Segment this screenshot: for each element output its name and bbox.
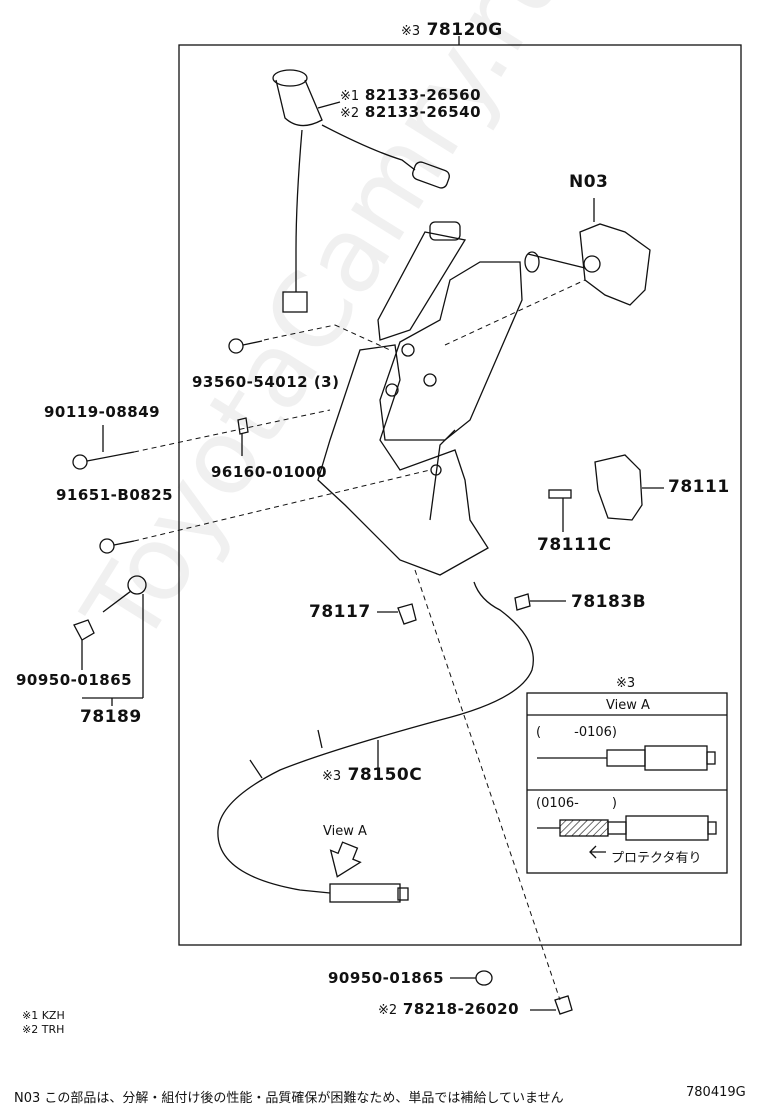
view-a-protector-note: プロテクタ有り <box>611 851 702 866</box>
switch-82133-drawing <box>272 69 450 313</box>
cap-90950-label: 90950-01865 <box>328 969 445 987</box>
pad-78111c-label: 78111C <box>537 535 612 555</box>
switch-b-mark: ※2 <box>340 106 360 121</box>
clamp-78183b-label: 78183B <box>571 592 647 612</box>
main-frame-part-number: 78120G <box>426 20 503 40</box>
legend-mark: ※1 <box>22 1009 39 1022</box>
stopper-78117-label: 78117 <box>309 602 371 622</box>
sensor-n03-drawing <box>524 198 651 306</box>
view-a-box <box>526 692 728 874</box>
legend-item-kzh: ※1 KZH <box>22 1009 65 1022</box>
view-a-row2-label: (0106- ) <box>536 796 617 811</box>
pad-78111-label: 78111 <box>668 477 730 497</box>
bolt-91651-label: 91651-B0825 <box>56 486 174 504</box>
pedal-bracket-drawing <box>317 221 523 576</box>
cap-bracket-drawing <box>450 970 573 1015</box>
cable-part-number: 78150C <box>347 765 423 785</box>
set-78189-label: 78189 <box>80 707 142 727</box>
nut-90950-label: 90950-01865 <box>16 671 133 689</box>
legend-mark: ※2 <box>22 1023 39 1036</box>
switch-a-mark: ※1 <box>340 89 360 104</box>
view-a-note-mark: ※3 <box>616 676 636 691</box>
cable-78150c-label: ※3 78150C <box>322 765 422 785</box>
main-frame-note-mark: ※3 <box>401 24 421 39</box>
pedal-pad-drawing <box>548 454 664 532</box>
stopper-clamp-drawing <box>377 593 566 625</box>
cable-78150c-drawing <box>217 581 534 903</box>
switch-a-label: ※1 82133-26560 <box>340 86 481 104</box>
bolt-93560-label: 93560-54012 (3) <box>192 373 340 391</box>
switch-b-part-number: 82133-26540 <box>364 103 482 121</box>
figure-id: 780419G <box>686 1085 746 1100</box>
bracket-78218-label: ※2 78218-26020 <box>378 1000 519 1018</box>
legend-item-trh: ※2 TRH <box>22 1023 64 1036</box>
footer-note: N03 この部品は、分解・組付け後の性能・品質確保が困難なため、単品では補給して… <box>14 1091 564 1106</box>
legend-code: KZH <box>41 1009 65 1022</box>
main-frame-label: ※3 78120G <box>401 20 503 40</box>
cable-mark: ※3 <box>322 769 342 784</box>
view-a-title: View A <box>606 698 650 713</box>
dashed-leaders <box>133 279 586 1001</box>
bracket-mark: ※2 <box>378 1003 398 1018</box>
bolt-drawings <box>72 338 263 706</box>
clip-96160-label: 96160-01000 <box>211 463 328 481</box>
n03-label: N03 <box>569 172 609 192</box>
view-a-arrow-label: View A <box>323 824 367 839</box>
assembly-frame <box>178 44 742 946</box>
switch-b-label: ※2 82133-26540 <box>340 103 481 121</box>
bracket-part-number: 78218-26020 <box>402 1000 520 1018</box>
view-a-row1-label: ( -0106) <box>536 725 617 740</box>
bolt-90119-label: 90119-08849 <box>44 403 161 421</box>
switch-a-part-number: 82133-26560 <box>364 86 482 104</box>
legend-code: TRH <box>41 1023 65 1036</box>
